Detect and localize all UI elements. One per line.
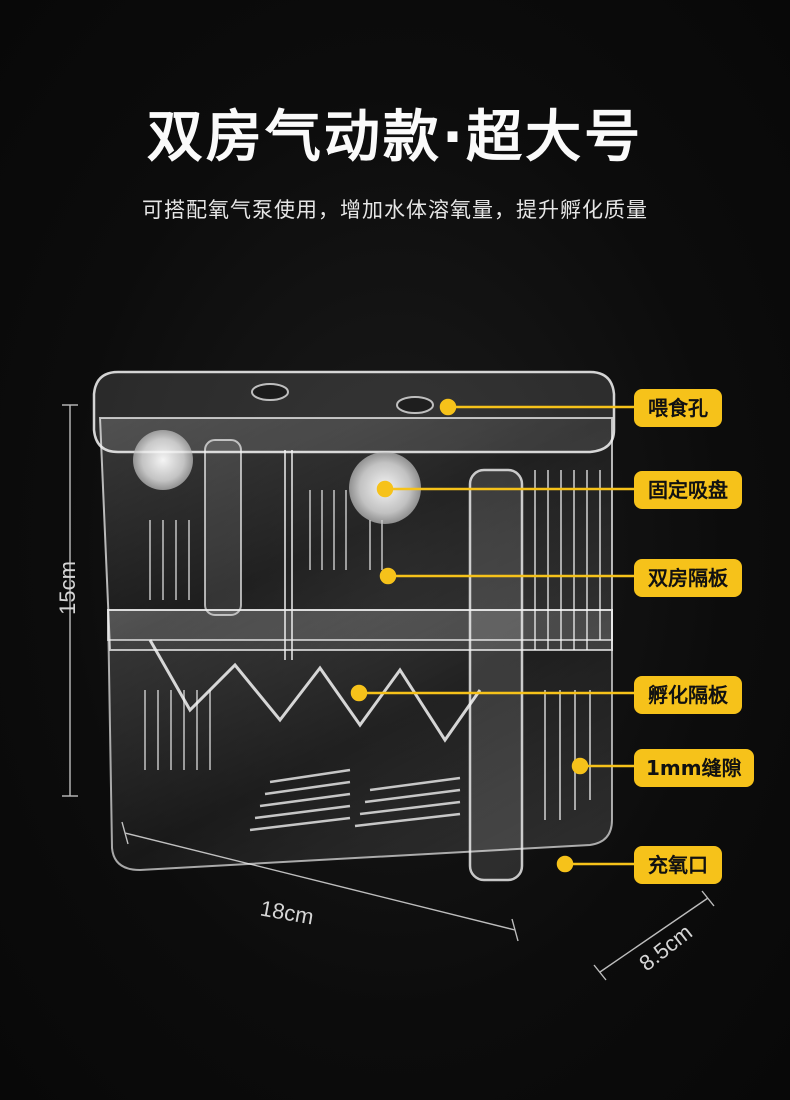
label-incubation-divider: 孵化隔板 (634, 676, 742, 714)
right-tube (468, 468, 524, 882)
upper-box (98, 417, 613, 660)
suction-cup-left (133, 430, 193, 490)
label-suction-cup: 固定吸盘 (634, 471, 742, 509)
lid (92, 370, 616, 454)
left-tube (204, 439, 242, 616)
feeding-hole-2 (396, 396, 434, 414)
callouts (350, 398, 634, 873)
right-slats (534, 470, 601, 820)
upper-slats (149, 490, 383, 600)
bottom-slats (249, 768, 461, 832)
feeding-hole-1 (251, 383, 289, 401)
page-title: 双房气动款·超大号 (146, 105, 644, 170)
label-feeding-hole: 喂食孔 (634, 389, 722, 427)
label-gap: 1mm缝隙 (634, 749, 754, 787)
label-double-divider: 双房隔板 (634, 559, 742, 597)
dimension-height: 15cm (55, 561, 80, 615)
page-subtitle: 可搭配氧气泵使用，增加水体溶氧量，提升孵化质量 (142, 198, 648, 222)
label-oxygen-port: 充氧口 (634, 846, 722, 884)
incubation-divider (148, 639, 482, 743)
